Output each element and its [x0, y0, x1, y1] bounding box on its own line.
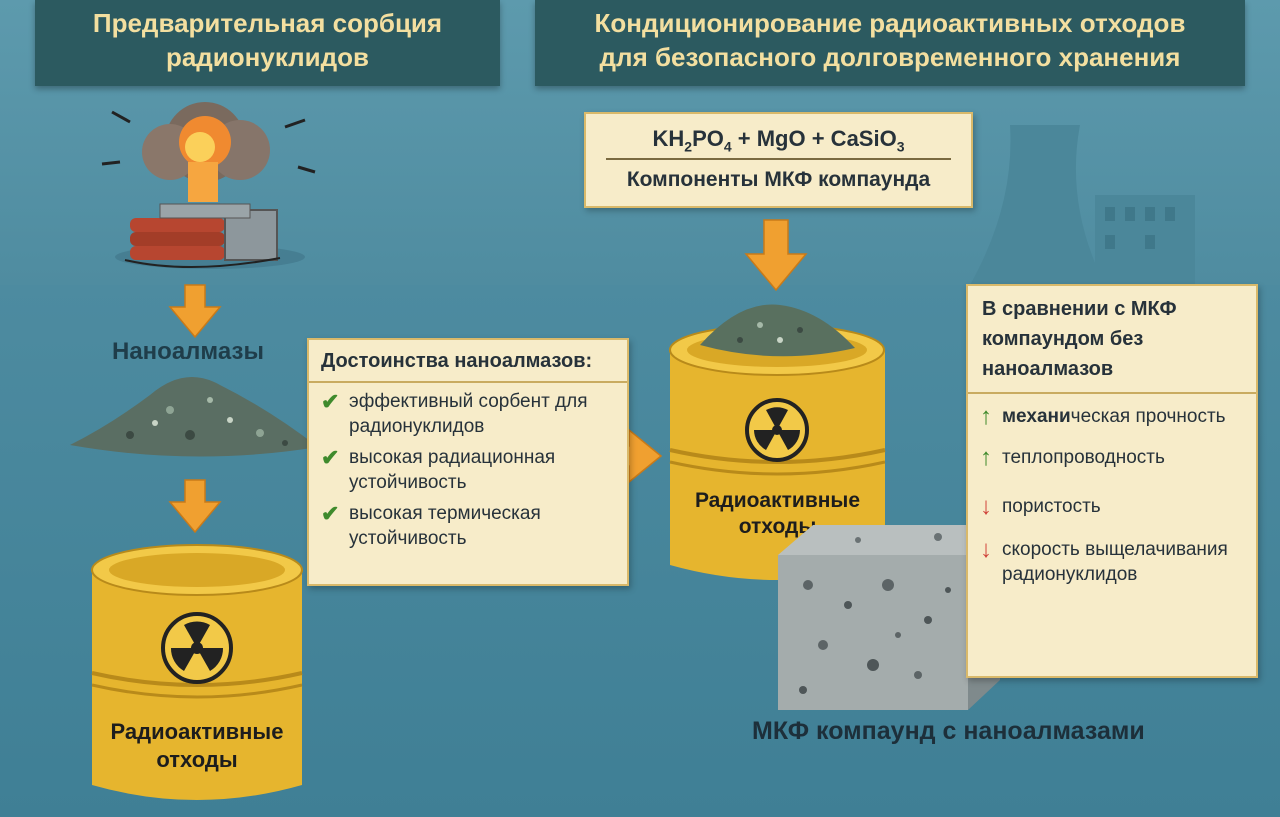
arrow-down-formula	[744, 219, 808, 292]
barrel-right-line1: Радиоактивные	[694, 489, 861, 512]
check-icon: ✔	[321, 389, 340, 414]
formula-divider	[606, 158, 951, 160]
dynamite-icon	[124, 203, 281, 269]
barrel-left	[91, 544, 303, 800]
compound-cube	[778, 525, 1000, 710]
comparison-item: ↓ пористость	[968, 470, 1256, 519]
formula-sub-1: 2	[684, 138, 693, 155]
header-right-line2: для безопасного долговременного хранения	[599, 42, 1181, 72]
comparison-item: ↓ скорость выщелачивания радионуклидов	[968, 519, 1256, 587]
advantage-item: ✔ высокая радиационная устойчивость	[309, 439, 627, 495]
formula-sub-3: 3	[896, 138, 905, 155]
radiation-icon	[161, 612, 233, 684]
compound-label: МКФ компаунд с наноалмазами	[752, 717, 1145, 745]
check-icon: ✔	[321, 501, 340, 526]
advantages-panel: Достоинства наноалмазов: ✔ эффективный с…	[307, 338, 629, 586]
advantages-title: Достоинства наноалмазов:	[309, 340, 627, 383]
comparison-panel: В сравнении с МКФ компаундом без наноалм…	[966, 284, 1258, 678]
barrel-right-line2: отходы	[738, 515, 817, 538]
formula-text: KH2PO4 + MgO + CaSiO3	[586, 114, 971, 158]
comparison-rest: ческая прочность	[1070, 406, 1226, 427]
comparison-text: пористость	[1002, 496, 1101, 517]
barrel-left-label: Радиоактивные отходы	[92, 718, 302, 774]
check-icon: ✔	[321, 445, 340, 470]
barrel-left-line2: отходы	[156, 747, 238, 772]
header-right: Кондиционирование радиоактивных отходов …	[535, 0, 1245, 86]
radiation-icon	[745, 398, 809, 462]
comparison-bold: механи	[1002, 406, 1071, 427]
explosion-icon	[101, 102, 316, 269]
comparison-text: скорость выщелачивания радионуклидов	[1002, 539, 1228, 585]
nanodiamond-pile	[70, 377, 318, 457]
advantage-item: ✔ эффективный сорбент для радионуклидов	[309, 383, 627, 439]
arrow-down-icon: ↓	[980, 493, 992, 520]
header-left: Предварительная сорбция радионуклидов	[35, 0, 500, 86]
header-right-line1: Кондиционирование радиоактивных отходов	[594, 8, 1186, 38]
arrow-down-1	[168, 284, 222, 339]
arrow-up-icon: ↑	[980, 444, 992, 471]
comparison-item: ↑ механическая прочность	[968, 394, 1256, 429]
formula-sub-2: 4	[723, 138, 732, 155]
arrow-down-2	[168, 479, 222, 534]
formula-part-po: PO	[692, 126, 724, 151]
advantage-item: ✔ высокая термическая устойчивость	[309, 495, 627, 551]
formula-part-mid: + MgO + CaSiO	[731, 126, 897, 151]
advantage-text: высокая термическая устойчивость	[349, 503, 541, 549]
comparison-text: теплопроводность	[1002, 447, 1165, 468]
barrel-left-line1: Радиоактивные	[110, 719, 284, 744]
nanodiamonds-label: Наноалмазы	[112, 338, 264, 365]
comparison-text: механическая прочность	[1002, 404, 1226, 429]
comparison-title: В сравнении с МКФ компаундом без наноалм…	[968, 286, 1256, 394]
header-left-line2: радионуклидов	[165, 42, 370, 72]
header-left-line1: Предварительная сорбция	[92, 8, 443, 38]
comparison-item: ↑ теплопроводность	[968, 429, 1256, 470]
arrow-up-icon: ↑	[980, 403, 992, 430]
power-plant-silhouette	[970, 125, 1195, 285]
barrel-right-label: Радиоактивные отходы	[670, 488, 885, 540]
barrel-right	[669, 304, 886, 580]
formula-caption: Компоненты МКФ компаунда	[626, 168, 931, 191]
formula-part-k: KH	[652, 126, 685, 151]
advantage-text: эффективный сорбент для радионуклидов	[349, 391, 588, 437]
formula-box: KH2PO4 + MgO + CaSiO3 Компоненты МКФ ком…	[584, 112, 973, 208]
arrow-down-icon: ↓	[980, 536, 992, 563]
advantage-text: высокая радиационная устойчивость	[349, 447, 556, 493]
